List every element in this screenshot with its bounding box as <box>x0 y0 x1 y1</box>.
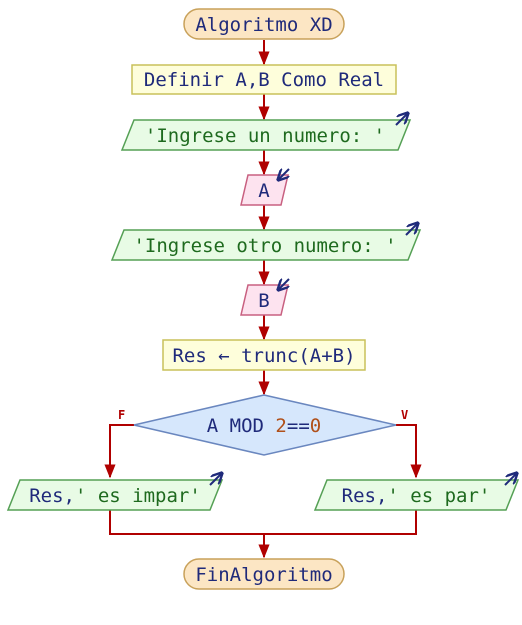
decision-mod[interactable]: A MOD 2==0 <box>133 394 397 456</box>
branch-false-label: F <box>118 408 125 422</box>
output-odd-label: Res,' es impar' <box>29 485 201 507</box>
output-even-label: Res,' es par' <box>342 485 491 507</box>
assign-label: Res ← trunc(A+B) <box>172 345 355 367</box>
input-b[interactable]: B <box>240 279 289 316</box>
end-terminal[interactable]: FinAlgoritmo <box>183 558 345 590</box>
arrow-decision-true <box>396 424 422 479</box>
input-a[interactable]: A <box>240 169 289 206</box>
define-process[interactable]: Definir A,B Como Real <box>131 64 397 95</box>
input-arrow-icon <box>278 279 289 290</box>
output-arrow-icon <box>405 223 418 236</box>
assign-process[interactable]: Res ← trunc(A+B) <box>162 339 366 371</box>
input-b-label: B <box>258 290 269 312</box>
output-arrow-icon <box>209 473 222 486</box>
output-ingrese-numero[interactable]: 'Ingrese un numero: ' <box>120 113 412 151</box>
output2-label: 'Ingrese otro numero: ' <box>133 235 396 257</box>
branch-true-label: V <box>401 408 408 422</box>
output-ingrese-otro-numero[interactable]: 'Ingrese otro numero: ' <box>110 223 422 261</box>
start-terminal[interactable]: Algoritmo XD <box>183 8 345 40</box>
output-es-impar[interactable]: Res,' es impar' <box>6 473 222 511</box>
end-label: FinAlgoritmo <box>195 564 332 586</box>
output-es-par[interactable]: Res,' es par' <box>313 473 518 511</box>
define-label: Definir A,B Como Real <box>144 69 384 91</box>
decision-label: A MOD 2==0 <box>207 415 321 437</box>
output1-label: 'Ingrese un numero: ' <box>145 125 385 147</box>
output-arrow-icon <box>504 473 517 486</box>
connectors <box>104 40 422 559</box>
arrow-decision-false <box>104 424 134 479</box>
merge-line <box>109 510 417 535</box>
output-arrow-icon <box>395 113 408 126</box>
start-label: Algoritmo XD <box>195 14 332 36</box>
input-a-label: A <box>258 180 270 202</box>
input-arrow-icon <box>278 169 289 180</box>
